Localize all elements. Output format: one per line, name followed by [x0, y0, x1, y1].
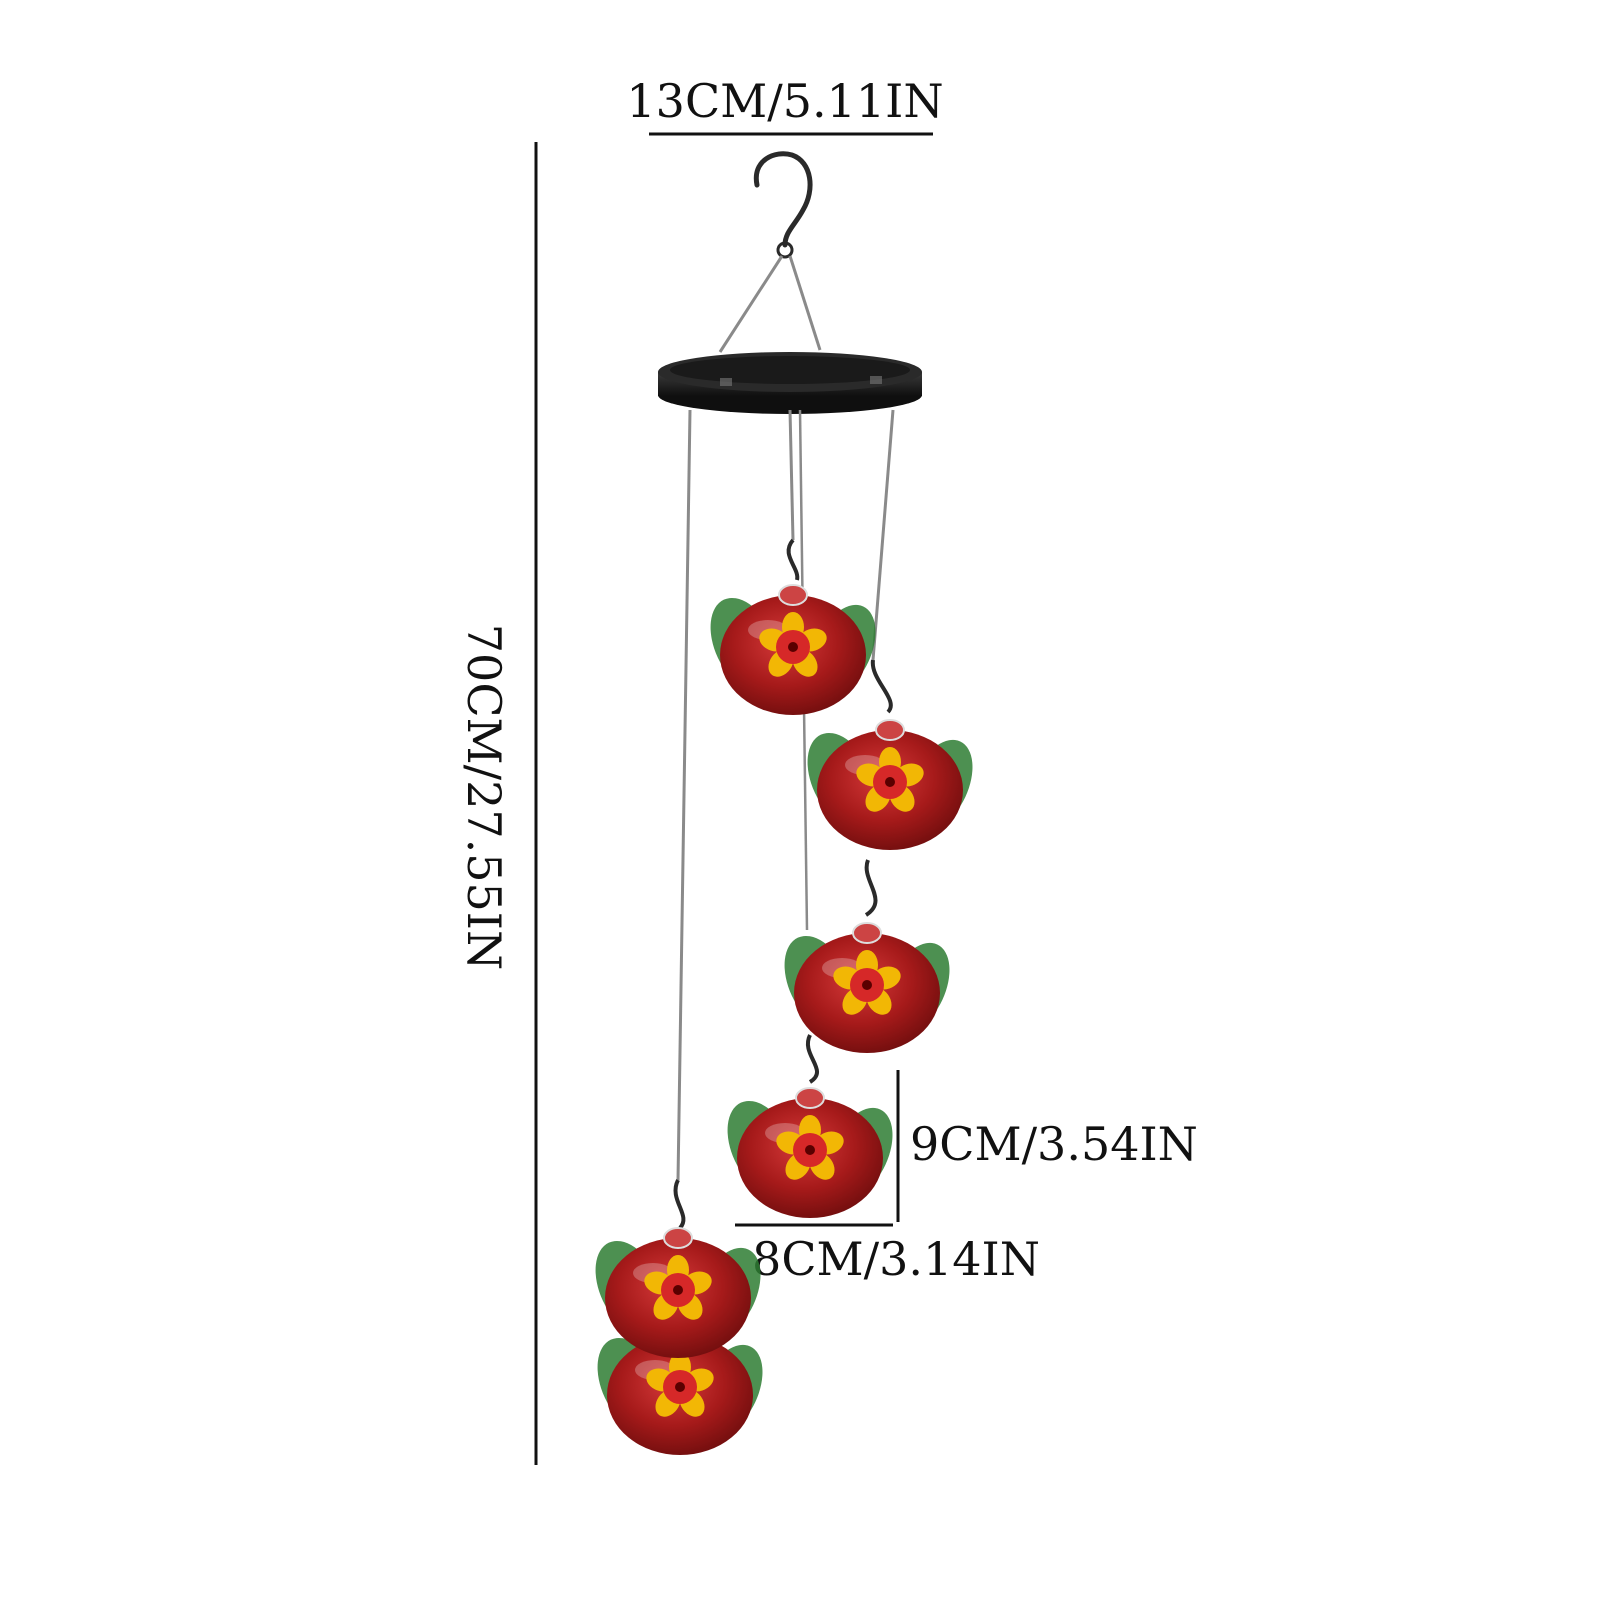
- feeder-width-label: 8CM/3.14IN: [752, 1232, 1040, 1286]
- top-width-label: 13CM/5.11IN: [626, 74, 943, 128]
- feeder-2: [792, 719, 987, 851]
- feeder-3: [769, 922, 964, 1054]
- hanging-tray: [658, 352, 922, 414]
- feeder-4: [712, 1087, 907, 1219]
- feeder-5: [580, 1227, 775, 1359]
- feeder-height-label: 9CM/3.54IN: [910, 1117, 1198, 1171]
- feeder-mobile-illustration: [580, 151, 987, 1456]
- feeder-1: [695, 584, 890, 716]
- total-height-label: 70CM/27.55IN: [457, 624, 511, 970]
- hanging-hook-icon: [753, 151, 813, 248]
